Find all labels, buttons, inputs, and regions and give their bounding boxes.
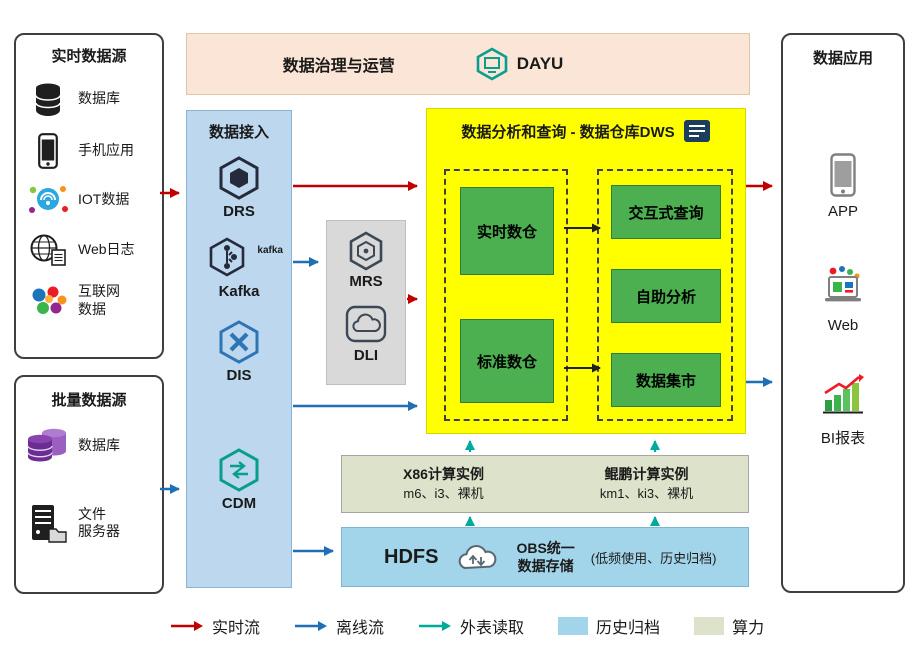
module-label: 数据集市	[635, 372, 696, 390]
source-label: 数据库	[78, 437, 120, 454]
applications-title: 数据应用	[812, 50, 873, 67]
source-item-batch-database: 数据库	[24, 427, 154, 465]
web-log-icon	[24, 233, 72, 267]
realtime-sources-panel: 实时数据源 数据库 手机应用	[14, 33, 164, 359]
module-interactive-query: 交互式查询	[611, 185, 721, 239]
cdm-label: CDM	[221, 495, 257, 512]
obs-note: (低频使用、历史归档)	[590, 550, 717, 566]
obs-storage-label: OBS统一 数据存储	[516, 539, 574, 575]
web-icon	[820, 265, 866, 307]
source-label: 手机应用	[78, 142, 134, 159]
module-label: 实时数仓	[476, 223, 537, 241]
legend-item-realtime-flow: 实时流	[170, 614, 260, 638]
obs-line2: 数据存储	[517, 558, 574, 574]
web-label: Web	[827, 317, 859, 334]
source-label: Web日志	[78, 241, 135, 258]
module-data-mart: 数据集市	[611, 353, 721, 407]
legend-label: 离线流	[336, 620, 385, 637]
obs-line1: OBS统一	[516, 539, 575, 556]
app-icon	[830, 153, 856, 197]
storage-panel: HDFS OBS统一 数据存储 (低频使用、历史归档)	[341, 527, 749, 587]
dws-panel: 数据分析和查询 - 数据仓库DWS 实时数仓 标准数仓 交互式查询 自助分析	[426, 108, 746, 434]
x86-compute-title: X86计算实例	[403, 466, 484, 483]
source-item-web-log: Web日志	[24, 233, 154, 267]
database-icon	[24, 81, 72, 117]
bi-report-icon	[820, 373, 866, 415]
module-standard-warehouse: 标准数仓	[460, 319, 554, 403]
legend-label: 算力	[732, 620, 765, 637]
source-item-database: 数据库	[24, 81, 154, 117]
analytics-services-panel: MRS DLI	[326, 220, 406, 385]
mobile-icon	[24, 133, 72, 169]
module-self-service-analysis: 自助分析	[611, 269, 721, 323]
database-purple-icon	[24, 427, 72, 465]
source-item-mobile-app: 手机应用	[24, 133, 154, 169]
source-item-file-server: 文件 服务器	[24, 503, 154, 543]
module-realtime-warehouse: 实时数仓	[460, 187, 554, 275]
source-label: IOT数据	[78, 191, 130, 208]
dayu-product: DAYU	[475, 47, 564, 81]
realtime-sources-title: 实时数据源	[51, 48, 127, 65]
kafka-logo-text: kafka	[257, 245, 283, 256]
mrs-label: MRS	[349, 273, 383, 290]
kunpeng-compute-specs: km1、ki3、裸机	[599, 485, 694, 501]
hdfs-label: HDFS	[384, 545, 439, 568]
dis-label: DIS	[226, 367, 252, 384]
x86-compute-specs: m6、i3、裸机	[403, 485, 484, 501]
legend-item-offline-flow: 离线流	[294, 614, 384, 638]
bi-report-label: BI报表	[820, 430, 866, 447]
legend: 实时流 离线流 外表读取 历史归档 算力	[170, 614, 764, 638]
iot-icon	[24, 183, 72, 217]
obs-cloud-icon	[459, 545, 497, 570]
legend-item-history-archive: 历史归档	[558, 614, 660, 638]
drs-icon	[216, 155, 262, 201]
dayu-icon	[476, 47, 508, 81]
mrs-icon	[346, 231, 386, 271]
kunpeng-compute-block: 鲲鹏计算实例 km1、ki3、裸机	[545, 465, 748, 503]
file-server-icon	[24, 503, 72, 543]
ingestion-title: 数据接入	[208, 124, 269, 141]
dws-query-group: 交互式查询 自助分析 数据集市	[597, 169, 733, 421]
legend-item-external-read: 外表读取	[418, 614, 524, 638]
offline-flow-arrow-icon	[295, 621, 328, 631]
compute-power-swatch	[694, 617, 725, 635]
source-item-internet-data: 互联网 数据	[24, 283, 154, 318]
kafka-label: Kafka	[218, 283, 260, 300]
source-label: 文件 服务器	[78, 505, 120, 540]
dws-title: 数据分析和查询 - 数据仓库DWS	[461, 123, 675, 141]
governance-bar: 数据治理与运营 DAYU	[186, 33, 750, 95]
dli-icon	[345, 305, 387, 343]
module-label: 自助分析	[635, 288, 696, 306]
module-label: 交互式查询	[628, 204, 704, 222]
legend-label: 外表读取	[460, 620, 525, 637]
external-read-arrow-icon	[419, 621, 452, 631]
dayu-label: DAYU	[516, 54, 564, 73]
drs-label: DRS	[223, 203, 255, 220]
compute-instances-panel: X86计算实例 m6、i3、裸机 鲲鹏计算实例 km1、ki3、裸机	[341, 455, 749, 513]
dws-report-icon	[683, 120, 710, 142]
legend-label: 历史归档	[596, 620, 661, 637]
source-label: 互联网 数据	[78, 283, 120, 317]
kunpeng-compute-title: 鲲鹏计算实例	[604, 466, 689, 483]
internet-data-icon	[24, 284, 72, 318]
source-item-iot: IOT数据	[24, 183, 154, 217]
dws-warehouse-group: 实时数仓 标准数仓	[444, 169, 568, 421]
history-archive-swatch	[558, 617, 589, 635]
app-label: APP	[827, 203, 858, 220]
dis-icon	[216, 319, 262, 365]
x86-compute-block: X86计算实例 m6、i3、裸机	[342, 465, 545, 503]
batch-sources-panel: 批量数据源 数据库	[14, 375, 164, 594]
module-label: 标准数仓	[476, 353, 537, 371]
legend-label: 实时流	[212, 620, 261, 637]
legend-item-compute-power: 算力	[694, 614, 764, 638]
dli-label: DLI	[353, 347, 379, 364]
kafka-icon	[206, 237, 248, 277]
applications-panel: 数据应用 APP Web	[781, 33, 905, 593]
source-label: 数据库	[78, 90, 120, 107]
cdm-icon	[216, 447, 262, 493]
realtime-flow-arrow-icon	[171, 621, 203, 631]
batch-sources-title: 批量数据源	[51, 392, 127, 409]
ingestion-panel: 数据接入 DRS kafka Kafka	[186, 110, 292, 588]
governance-title: 数据治理与运营	[282, 58, 395, 75]
